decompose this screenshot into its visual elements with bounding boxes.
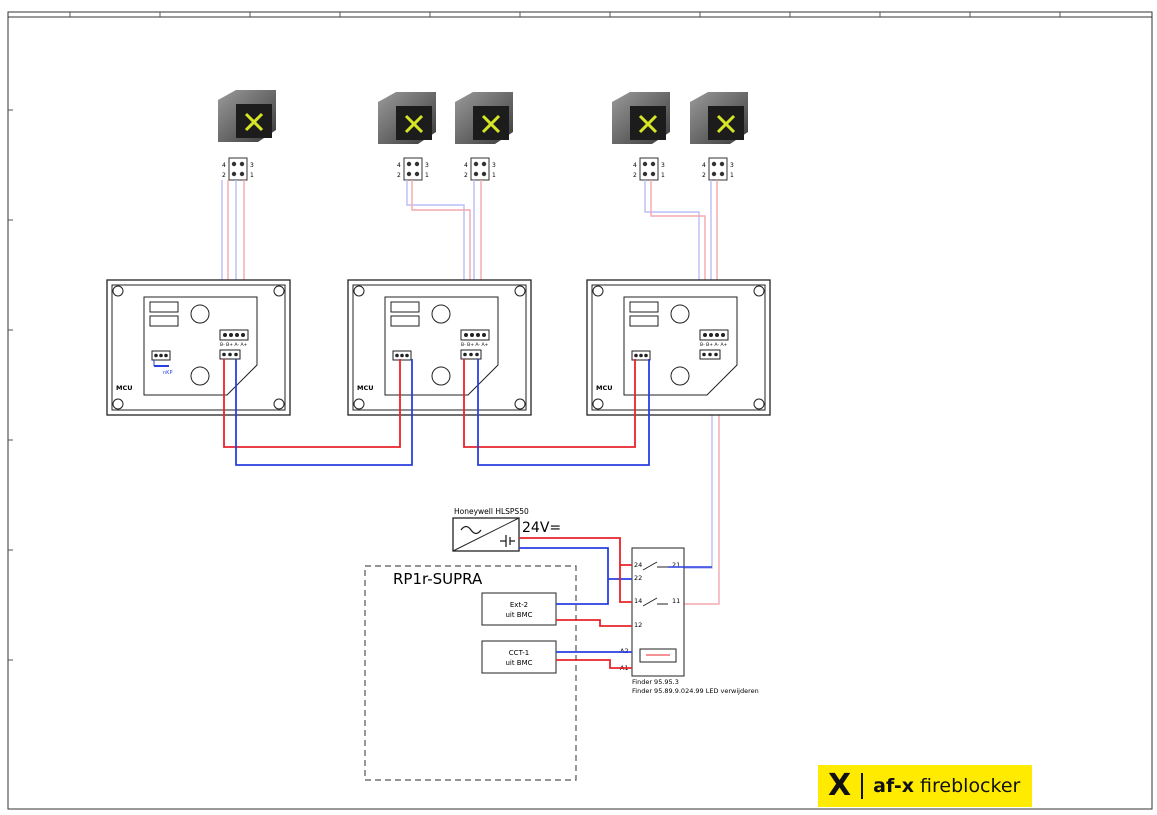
detector — [455, 92, 513, 144]
svg-text:B- B+ A- A+: B- B+ A- A+ — [461, 342, 489, 348]
mcu-power-terminal — [460, 349, 482, 360]
svg-text:2: 2 — [633, 172, 637, 179]
svg-text:4: 4 — [464, 162, 468, 169]
mcu-unit: B- B+ A- A+ MCU — [586, 279, 771, 416]
svg-text:4: 4 — [702, 162, 706, 169]
detector-connector: 4 3 2 1 — [397, 157, 429, 181]
flame-sensor-icon — [244, 112, 264, 132]
relay-contact-upper — [642, 561, 668, 571]
svg-text:3: 3 — [250, 162, 254, 169]
mcu-aux-terminal — [392, 350, 412, 361]
mcu-terminal-block: B- B+ A- A+ — [219, 329, 249, 348]
power-supply — [452, 517, 520, 552]
svg-text:22: 22 — [634, 574, 642, 582]
flame-sensor-icon — [716, 114, 736, 134]
relay-contact-lower — [642, 597, 668, 607]
svg-text:Ext-2: Ext-2 — [510, 601, 528, 609]
svg-text:A2: A2 — [620, 647, 629, 655]
svg-text:14: 14 — [634, 597, 642, 605]
svg-text:1: 1 — [730, 172, 734, 179]
mcu-jumper: nKP — [151, 350, 172, 376]
ac-symbol-icon — [460, 525, 482, 535]
svg-text:B- B+ A- A+: B- B+ A- A+ — [700, 342, 728, 348]
mcu-terminal-block: B- B+ A- A+ — [460, 329, 490, 348]
mcu-terminal-block: B- B+ A- A+ — [699, 329, 729, 348]
svg-text:3: 3 — [492, 162, 496, 169]
mcu-power-terminal — [219, 349, 241, 360]
mcu-power-terminal — [699, 349, 721, 360]
power-supply-label: Honeywell HLSPS50 — [454, 507, 529, 516]
svg-text:11: 11 — [672, 597, 680, 605]
svg-text:1: 1 — [425, 172, 429, 179]
power-supply-voltage: 24V= — [522, 520, 561, 536]
ext-module: Ext-2 uit BMC — [481, 592, 557, 626]
svg-text:3: 3 — [661, 162, 665, 169]
mcu-label: MCU — [357, 384, 374, 392]
mcu-label: MCU — [596, 384, 613, 392]
detector-connector: 4 3 2 1 — [702, 157, 734, 181]
relay-coil — [639, 648, 677, 663]
mcu-jumper-label: nKP — [163, 370, 172, 376]
svg-text:uit BMC: uit BMC — [505, 659, 532, 667]
detector — [378, 92, 436, 144]
svg-text:CCT-1: CCT-1 — [509, 649, 529, 657]
frame-ticks — [8, 12, 1061, 661]
svg-text:4: 4 — [633, 162, 637, 169]
detector — [690, 92, 748, 144]
power-wiring — [519, 537, 712, 669]
detector-connector: 4 3 2 1 — [464, 157, 496, 181]
flame-sensor-icon — [404, 114, 424, 134]
logo-brand: af-x — [873, 775, 915, 797]
detector-connector: 4 3 2 1 — [633, 157, 665, 181]
dc-symbol-icon — [500, 535, 515, 547]
svg-text:12: 12 — [634, 621, 642, 629]
svg-text:B- B+ A- A+: B- B+ A- A+ — [220, 342, 248, 348]
company-logo: X af-x fireblocker — [818, 765, 1032, 807]
svg-text:3: 3 — [730, 162, 734, 169]
svg-text:21: 21 — [672, 561, 680, 569]
logo-divider — [861, 773, 864, 799]
mcu-unit: B- B+ A- A+ MCU — [347, 279, 532, 416]
svg-text:2: 2 — [702, 172, 706, 179]
svg-text:2: 2 — [222, 172, 226, 179]
svg-text:24: 24 — [634, 561, 642, 569]
svg-text:2: 2 — [464, 172, 468, 179]
relay-note-2: Finder 95.89.9.024.99 LED verwijderen — [632, 687, 759, 695]
relay: 24 22 14 12 21 11 A2 A1 — [620, 547, 685, 677]
frame-border — [7, 11, 1153, 810]
mcu-aux-terminal — [631, 350, 651, 361]
flame-sensor-icon — [638, 114, 658, 134]
svg-text:4: 4 — [397, 162, 401, 169]
svg-text:1: 1 — [661, 172, 665, 179]
svg-text:3: 3 — [425, 162, 429, 169]
relay-note-1: Finder 95.95.3 — [632, 678, 679, 686]
svg-text:1: 1 — [250, 172, 254, 179]
mcu-unit: B- B+ A- A+ nKP MCU — [106, 279, 291, 416]
bus-wiring — [223, 359, 650, 466]
svg-text:uit BMC: uit BMC — [505, 611, 532, 619]
detector — [612, 92, 670, 144]
svg-text:2: 2 — [397, 172, 401, 179]
detector-connector: 4 3 2 1 — [222, 157, 254, 181]
svg-text:1: 1 — [492, 172, 496, 179]
flame-sensor-icon — [481, 114, 501, 134]
svg-text:4: 4 — [222, 162, 226, 169]
detector — [218, 90, 276, 142]
cct-module: CCT-1 uit BMC — [481, 640, 557, 674]
logo-mark-icon: X — [828, 768, 852, 803]
panel-label: RP1r-SUPRA — [393, 570, 483, 588]
mcu-label: MCU — [116, 384, 133, 392]
logo-subtitle: fireblocker — [920, 775, 1021, 797]
panel-enclosure — [364, 565, 577, 781]
